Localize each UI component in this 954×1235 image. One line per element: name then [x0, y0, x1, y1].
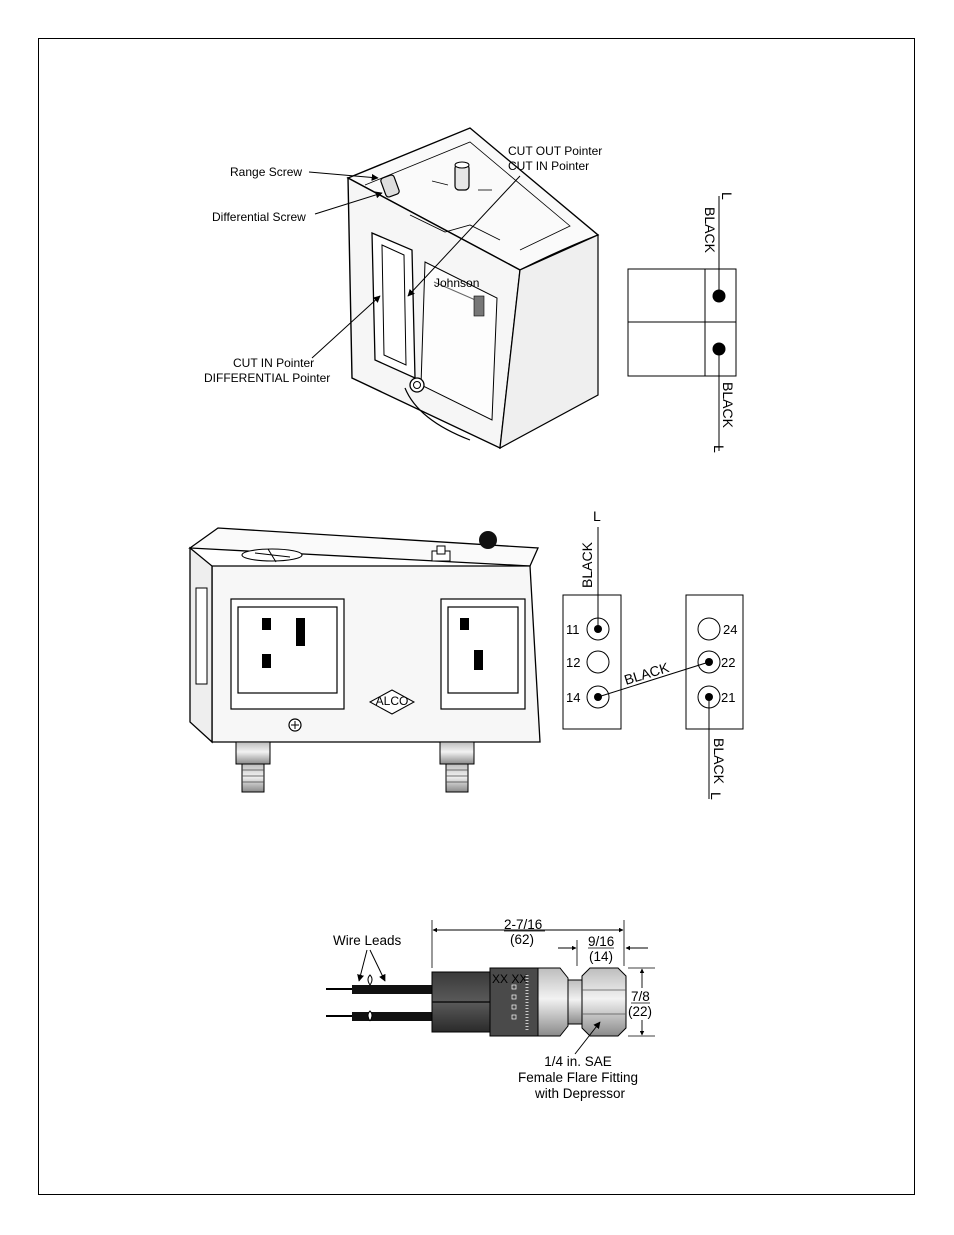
fitting-label-line2: Female Flare Fitting — [518, 1070, 638, 1085]
dim-height-mm: (22) — [628, 1004, 652, 1019]
alco-logo: ALCO — [376, 694, 409, 708]
terminal-12-label: 12 — [566, 655, 580, 670]
terminal-24 — [697, 617, 721, 641]
black-wire-label-bottom: BLACK — [711, 738, 727, 785]
figure2-wiring-diagram: 11 12 14 24 22 21 L BLACK BLACK BLACK L — [562, 508, 744, 800]
wire-leads-label: Wire Leads — [333, 933, 402, 948]
body-marking: XX XX — [492, 972, 527, 986]
l-label-top: L — [719, 192, 735, 200]
dim-height: 7/8 — [631, 989, 650, 1004]
cut-in-pointer-top-label: CUT IN Pointer — [508, 159, 589, 173]
terminal-21-label: 21 — [721, 690, 735, 705]
figure1-wiring-diagram: L BLACK BLACK L — [627, 192, 737, 453]
black-wire-label-top: BLACK — [702, 207, 718, 254]
range-screw-label: Range Screw — [230, 165, 302, 179]
differential-pointer-label: DIFFERENTIAL Pointer — [204, 371, 330, 385]
dim-length: 2-7/16 — [504, 917, 542, 932]
fitting-label-line3: with Depressor — [534, 1086, 626, 1101]
dim-length-mm: (62) — [510, 932, 534, 947]
brand-mark: Johnson — [434, 276, 479, 290]
terminal-14-label: 14 — [566, 690, 580, 705]
terminal-12 — [586, 650, 610, 674]
figure1-callouts: Range Screw Differential Screw CUT OUT P… — [204, 144, 602, 385]
figure3-dimensions: Wire Leads 2-7/16 (62) 9/16 (14) 7/8 (22… — [333, 917, 655, 1101]
dim-fitting: 9/16 — [588, 934, 614, 949]
fitting-label-line1: 1/4 in. SAE — [544, 1054, 612, 1069]
black-jumper-label: BLACK — [622, 659, 671, 688]
cut-out-pointer-label: CUT OUT Pointer — [508, 144, 602, 158]
differential-screw-label: Differential Screw — [212, 210, 306, 224]
l-label-bottom: L — [711, 445, 727, 453]
l-label-bottom: L — [708, 792, 724, 800]
terminal-22-label: 22 — [721, 655, 735, 670]
l-label-top: L — [593, 508, 601, 524]
figure3-pressure-switch-drawing: XX XX — [326, 967, 627, 1037]
terminal-11-label: 11 — [566, 622, 580, 637]
black-wire-label-top: BLACK — [579, 541, 595, 588]
black-wire-label-bottom: BLACK — [720, 382, 736, 429]
cut-in-pointer-label: CUT IN Pointer — [233, 356, 314, 370]
figure1-pressure-control-drawing: Johnson — [346, 127, 600, 450]
terminal-24-label: 24 — [723, 622, 737, 637]
figure2-dual-control-drawing: ALCO — [188, 527, 541, 793]
dim-fitting-mm: (14) — [589, 949, 613, 964]
page-border — [38, 38, 915, 1195]
